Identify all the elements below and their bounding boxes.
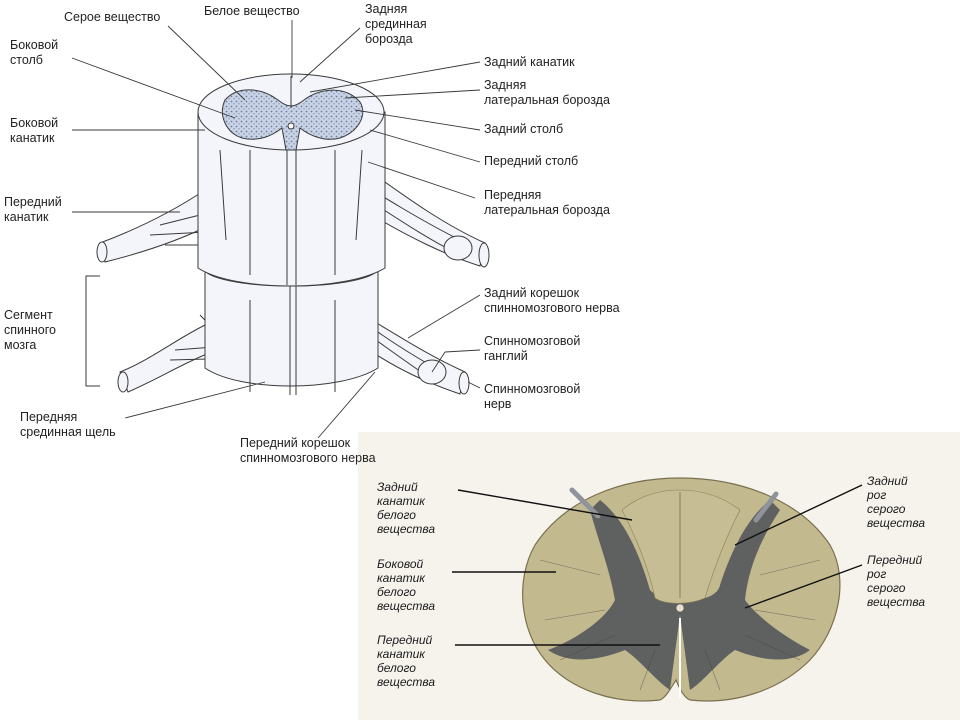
label-line: серого — [867, 581, 906, 595]
label-line: Боковой — [10, 116, 59, 130]
label-anterior-lateral-sulcus: Передняя латеральная борозда — [484, 188, 610, 218]
label-line: Спинномозговой — [484, 334, 581, 348]
label-posterior-root: Задний корешок спинномозгового нерва — [484, 286, 620, 316]
label-section-posterior-funiculus: Задний канатик белого вещества — [377, 480, 435, 536]
label-line: латеральная борозда — [484, 93, 610, 107]
label-line: серого — [867, 502, 906, 516]
label-line: канатик — [377, 571, 425, 585]
upper-segment — [197, 73, 386, 287]
label-spinal-nerve: Спинномозговой нерв — [484, 382, 580, 412]
label-line: Передний — [867, 553, 923, 567]
label-white-matter: Белое вещество — [204, 4, 300, 18]
label-line: белого — [377, 585, 416, 599]
label-line: срединная — [365, 17, 427, 31]
label-line: спинномозгового нерва — [484, 301, 620, 315]
label-line: Передний — [4, 195, 62, 209]
label-line: Задний — [867, 474, 908, 488]
label-line: Боковой — [377, 557, 424, 571]
label-posterior-lateral-sulcus: Задняя латеральная борозда — [484, 78, 610, 108]
label-anterior-column: Передний столб — [484, 154, 579, 168]
label-line: мозга — [4, 338, 37, 352]
label-line: спинного — [4, 323, 56, 337]
label-line: нерв — [484, 397, 512, 411]
label-line: ганглий — [484, 349, 528, 363]
label-line: Передний корешок — [240, 436, 351, 450]
label-line: рог — [867, 567, 887, 581]
label-line: белого — [377, 508, 416, 522]
label-line: вещества — [377, 522, 436, 536]
label-line: Задний — [377, 480, 418, 494]
label-line: спинномозгового нерва — [240, 451, 376, 465]
label-line: Передняя — [20, 410, 78, 424]
label-line: вещества — [377, 599, 436, 613]
label-section-posterior-horn: Задний рог серого вещества — [867, 474, 925, 530]
label-anterior-root: Передний корешок спинномозгового нерва — [240, 436, 376, 466]
label-line: борозда — [365, 32, 413, 46]
cross-section — [522, 477, 841, 702]
label-gray-matter: Серое вещество — [64, 10, 161, 24]
label-line: канатик — [10, 131, 55, 145]
label-section-anterior-funiculus: Передний канатик белого вещества — [377, 633, 435, 689]
label-anterior-median-fissure: Передняя срединная щель — [20, 410, 116, 440]
label-lateral-column: Боковой столб — [10, 38, 58, 68]
label-section-anterior-horn: Передний рог серого вещества — [867, 553, 925, 609]
label-line: Передняя — [484, 188, 542, 202]
label-line: вещества — [867, 516, 926, 530]
label-line: столб — [10, 53, 43, 67]
label-lateral-funiculus: Боковой канатик — [10, 116, 58, 146]
label-posterior-column: Задний столб — [484, 122, 564, 136]
label-line: канатик — [377, 494, 425, 508]
upper-right-nerve — [339, 169, 490, 268]
label-line: Боковой — [10, 38, 59, 52]
segment-bracket — [85, 275, 100, 387]
label-line: латеральная борозда — [484, 203, 610, 217]
label-segment: Сегмент спинного мозга — [4, 308, 56, 353]
label-posterior-funiculus: Задний канатик — [484, 55, 575, 69]
label-line: вещества — [377, 675, 436, 689]
label-line: рог — [867, 488, 887, 502]
label-line: Задняя — [365, 2, 408, 16]
label-spinal-ganglion: Спинномозговой ганглий — [484, 334, 580, 364]
label-line: Задний корешок — [484, 286, 580, 300]
label-line: вещества — [867, 595, 926, 609]
leader-lines-bottom — [452, 484, 863, 646]
label-line: Спинномозговой — [484, 382, 581, 396]
label-section-lateral-funiculus: Боковой канатик белого вещества — [377, 557, 435, 613]
label-posterior-median-sulcus: Задняя срединная борозда — [365, 2, 427, 47]
label-line: белого — [377, 661, 416, 675]
label-anterior-funiculus: Передний канатик — [4, 195, 62, 225]
label-line: канатик — [377, 647, 425, 661]
label-line: Сегмент — [4, 308, 53, 322]
label-line: канатик — [4, 210, 49, 224]
label-line: Задняя — [484, 78, 527, 92]
label-line: Передний — [377, 633, 433, 647]
leader-lines-top — [71, 20, 481, 439]
lower-right-nerve — [334, 299, 470, 395]
label-line: срединная щель — [20, 425, 116, 439]
